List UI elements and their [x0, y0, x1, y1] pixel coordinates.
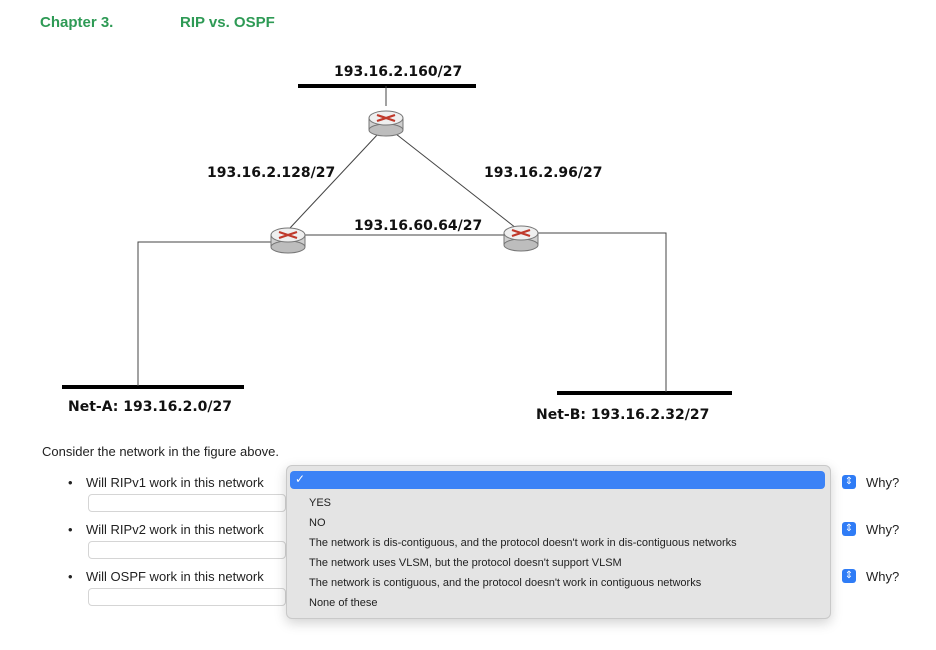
chapter-heading: Chapter 3. RIP vs. OSPF — [40, 14, 275, 31]
link-left-label: 193.16.2.128/27 — [207, 165, 335, 181]
question-text: Will OSPF work in this network — [86, 569, 264, 584]
why-label: Why? — [866, 522, 900, 537]
dropdown-option-no[interactable]: NO — [309, 517, 326, 529]
chapter-number: Chapter 3. — [40, 14, 114, 31]
dropdown-option-vlsm[interactable]: The network uses VLSM, but the protocol … — [309, 557, 622, 569]
link-right-net-b — [537, 232, 667, 392]
select-arrow-icon[interactable]: ⇕ — [842, 569, 856, 583]
question-ripv2: •Will RIPv2 work in this network — [68, 522, 264, 537]
question-ripv1: •Will RIPv1 work in this network — [68, 475, 264, 490]
select-arrow-icon[interactable]: ⇕ — [842, 522, 856, 536]
why-label: Why? — [866, 475, 900, 490]
router-top-icon — [368, 110, 404, 137]
link-left-net-a — [137, 241, 272, 386]
why-label: Why? — [866, 569, 900, 584]
dropdown-selected-item[interactable]: ✓ — [290, 471, 825, 489]
question-ospf: •Will OSPF work in this network — [68, 569, 264, 584]
link-middle-label: 193.16.60.64/27 — [354, 218, 482, 234]
link-right-label: 193.16.2.96/27 — [484, 165, 602, 181]
why-input-ospf[interactable] — [88, 588, 286, 606]
why-input-ripv1[interactable] — [88, 494, 286, 512]
intro-text: Consider the network in the figure above… — [42, 444, 280, 459]
dropdown-option-none[interactable]: None of these — [309, 597, 378, 609]
net-a-label: Net-A: 193.16.2.0/27 — [68, 399, 232, 415]
select-arrow-icon[interactable]: ⇕ — [842, 475, 856, 489]
router-right-icon — [503, 225, 539, 252]
question-text: Will RIPv2 work in this network — [86, 522, 264, 537]
link-top-left — [289, 133, 379, 229]
chapter-title: RIP vs. OSPF — [180, 14, 275, 31]
router-left-icon — [270, 227, 306, 254]
link-top-right — [395, 133, 517, 229]
net-top-label: 193.16.2.160/27 — [334, 64, 462, 80]
dropdown-option-contiguous[interactable]: The network is contiguous, and the proto… — [309, 577, 702, 589]
checkmark-icon: ✓ — [295, 472, 306, 486]
why-input-ripv2[interactable] — [88, 541, 286, 559]
dropdown-option-yes[interactable]: YES — [309, 497, 332, 509]
dropdown-option-discontiguous[interactable]: The network is dis-contiguous, and the p… — [309, 537, 737, 549]
answer-dropdown-menu[interactable]: ✓ YES NO The network is dis-contiguous, … — [286, 465, 831, 619]
network-diagram: 193.16.2.160/27 193.16.2.128/27 193.16.2… — [62, 64, 732, 423]
question-text: Will RIPv1 work in this network — [86, 475, 264, 490]
net-b-label: Net-B: 193.16.2.32/27 — [536, 407, 709, 423]
